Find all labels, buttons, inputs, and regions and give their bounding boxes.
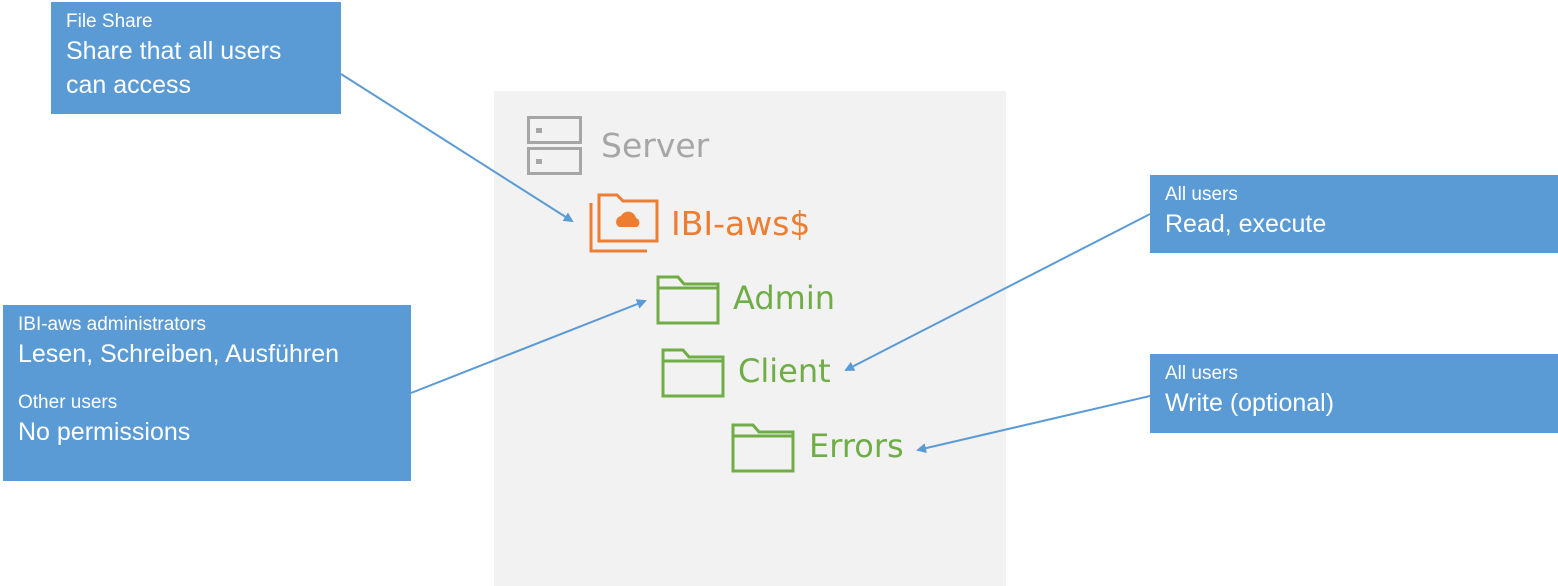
admin-folder-icon[interactable] <box>656 275 720 325</box>
file-share-callout-title: File Share <box>66 11 153 32</box>
errors-callout-title: All users <box>1165 363 1238 384</box>
other-users-body: No permissions <box>18 418 191 446</box>
admin-callout-body: Lesen, Schreiben, Ausführen <box>18 340 340 368</box>
errors-callout-body: Write (optional) <box>1165 389 1335 417</box>
admin-arrow <box>410 299 647 394</box>
errors-folder-label[interactable]: Errors <box>809 427 904 465</box>
client-callout-body: Read, execute <box>1165 210 1327 238</box>
admin-folder-label[interactable]: Admin <box>733 279 835 317</box>
other-users-title: Other users <box>18 392 118 413</box>
client-permissions-callout: All users Read, execute <box>1150 175 1558 253</box>
client-folder-icon[interactable] <box>661 348 725 398</box>
admin-permissions-callout: IBI-aws administrators Lesen, Schreiben,… <box>3 305 411 481</box>
file-share-callout: File Share Share that all users can acce… <box>51 2 341 114</box>
errors-folder-icon[interactable] <box>731 423 795 473</box>
server-label: Server <box>601 126 710 165</box>
file-share-callout-body-line2: can access <box>66 71 192 99</box>
client-callout-title: All users <box>1165 184 1238 205</box>
errors-arrow <box>916 395 1151 454</box>
client-arrow <box>844 213 1151 371</box>
client-folder-label[interactable]: Client <box>738 352 831 390</box>
errors-permissions-callout: All users Write (optional) <box>1150 354 1558 433</box>
file-share-callout-body-line1: Share that all users <box>66 37 282 65</box>
file-share-arrow <box>340 73 574 223</box>
share-label[interactable]: IBI-aws$ <box>671 204 811 243</box>
admin-callout-title: IBI-aws administrators <box>18 314 206 335</box>
server-icon <box>527 116 582 175</box>
cloud-share-folder-icon[interactable] <box>589 193 661 255</box>
